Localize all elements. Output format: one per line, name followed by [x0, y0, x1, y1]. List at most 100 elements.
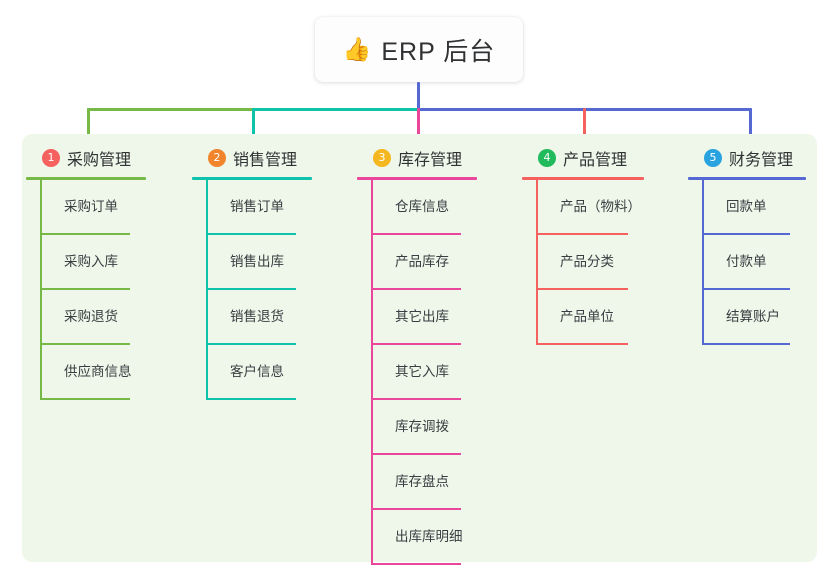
item-rule — [371, 508, 461, 510]
item-spine — [206, 235, 208, 290]
list-item[interactable]: 客户信息 — [192, 345, 332, 400]
item-label: 销售退货 — [230, 308, 284, 324]
item-spine — [371, 455, 373, 510]
item-label: 其它入库 — [395, 363, 449, 379]
item-spine — [40, 290, 42, 345]
item-rule — [206, 343, 296, 345]
connector-root-drop — [417, 82, 420, 110]
item-rule — [536, 233, 628, 235]
item-label: 产品单位 — [560, 308, 614, 324]
column-header-3[interactable]: 3 库存管理 — [357, 145, 497, 171]
connector-drop-5 — [749, 108, 752, 141]
item-label: 仓库信息 — [395, 198, 449, 214]
list-item[interactable]: 付款单 — [688, 235, 826, 290]
column-items-5: 回款单付款单结算账户 — [688, 180, 826, 345]
item-rule — [371, 563, 461, 565]
connector-drop-3 — [417, 108, 420, 141]
item-label: 产品分类 — [560, 253, 614, 269]
item-spine — [702, 290, 704, 345]
connector-bus-teal — [252, 108, 418, 111]
item-rule — [371, 343, 461, 345]
item-label: 产品库存 — [395, 253, 449, 269]
item-spine — [536, 235, 538, 290]
item-spine — [371, 510, 373, 565]
column-badge-3: 3 — [373, 149, 391, 167]
root-node[interactable]: 👍 ERP 后台 — [315, 17, 523, 82]
list-item[interactable]: 销售退货 — [192, 290, 332, 345]
column-rule-2 — [192, 177, 312, 180]
item-rule — [702, 233, 790, 235]
item-rule — [40, 343, 130, 345]
list-item[interactable]: 库存盘点 — [357, 455, 497, 510]
list-item[interactable]: 采购退货 — [26, 290, 166, 345]
column-header-2[interactable]: 2 销售管理 — [192, 145, 332, 171]
item-spine — [40, 345, 42, 400]
list-item[interactable]: 其它入库 — [357, 345, 497, 400]
list-item[interactable]: 采购入库 — [26, 235, 166, 290]
list-item[interactable]: 结算账户 — [688, 290, 826, 345]
item-rule — [371, 453, 461, 455]
item-rule — [40, 233, 130, 235]
list-item[interactable]: 其它出库 — [357, 290, 497, 345]
item-label: 供应商信息 — [64, 363, 132, 379]
item-label: 产品（物料） — [560, 198, 641, 214]
item-spine — [371, 290, 373, 345]
column-title-1: 采购管理 — [67, 152, 132, 169]
column-badge-1: 1 — [42, 149, 60, 167]
connector-bus-green — [87, 108, 253, 111]
item-label: 采购入库 — [64, 253, 118, 269]
list-item[interactable]: 回款单 — [688, 180, 826, 235]
item-spine — [206, 180, 208, 235]
column-2: 2 销售管理销售订单销售出库销售退货客户信息 — [192, 145, 332, 400]
column-badge-4: 4 — [538, 149, 556, 167]
item-rule — [206, 398, 296, 400]
list-item[interactable]: 仓库信息 — [357, 180, 497, 235]
root-title: 👍 ERP 后台 — [343, 32, 496, 68]
diagram-panel — [22, 134, 817, 562]
thumbs-up-icon: 👍 — [342, 36, 373, 62]
column-items-3: 仓库信息产品库存其它出库其它入库库存调拨库存盘点出库库明细 — [357, 180, 497, 565]
list-item[interactable]: 采购订单 — [26, 180, 166, 235]
item-label: 销售订单 — [230, 198, 284, 214]
list-item[interactable]: 产品单位 — [522, 290, 664, 345]
list-item[interactable]: 产品（物料） — [522, 180, 664, 235]
column-3: 3 库存管理仓库信息产品库存其它出库其它入库库存调拨库存盘点出库库明细 — [357, 145, 497, 565]
list-item[interactable]: 销售出库 — [192, 235, 332, 290]
item-label: 付款单 — [726, 253, 767, 269]
list-item[interactable]: 销售订单 — [192, 180, 332, 235]
item-spine — [206, 345, 208, 400]
item-label: 其它出库 — [395, 308, 449, 324]
column-title-2: 销售管理 — [233, 152, 298, 169]
column-header-1[interactable]: 1 采购管理 — [26, 145, 166, 171]
item-label: 库存调拨 — [395, 418, 449, 434]
item-rule — [536, 343, 628, 345]
item-spine — [40, 180, 42, 235]
item-spine — [206, 290, 208, 345]
column-items-2: 销售订单销售出库销售退货客户信息 — [192, 180, 332, 400]
connector-drop-2 — [252, 108, 255, 141]
item-rule — [206, 233, 296, 235]
list-item[interactable]: 供应商信息 — [26, 345, 166, 400]
item-spine — [536, 180, 538, 235]
list-item[interactable]: 出库库明细 — [357, 510, 497, 565]
column-title-3: 库存管理 — [398, 152, 463, 169]
connector-drop-4 — [583, 108, 586, 141]
list-item[interactable]: 库存调拨 — [357, 400, 497, 455]
root-title-text: ERP 后台 — [381, 37, 496, 66]
item-label: 采购退货 — [64, 308, 118, 324]
column-badge-2: 2 — [208, 149, 226, 167]
item-spine — [536, 290, 538, 345]
item-label: 结算账户 — [726, 308, 780, 324]
column-rule-4 — [522, 177, 644, 180]
list-item[interactable]: 产品库存 — [357, 235, 497, 290]
column-items-1: 采购订单采购入库采购退货供应商信息 — [26, 180, 166, 400]
item-rule — [371, 288, 461, 290]
connector-drop-1 — [87, 108, 90, 141]
column-rule-1 — [26, 177, 146, 180]
list-item[interactable]: 产品分类 — [522, 235, 664, 290]
